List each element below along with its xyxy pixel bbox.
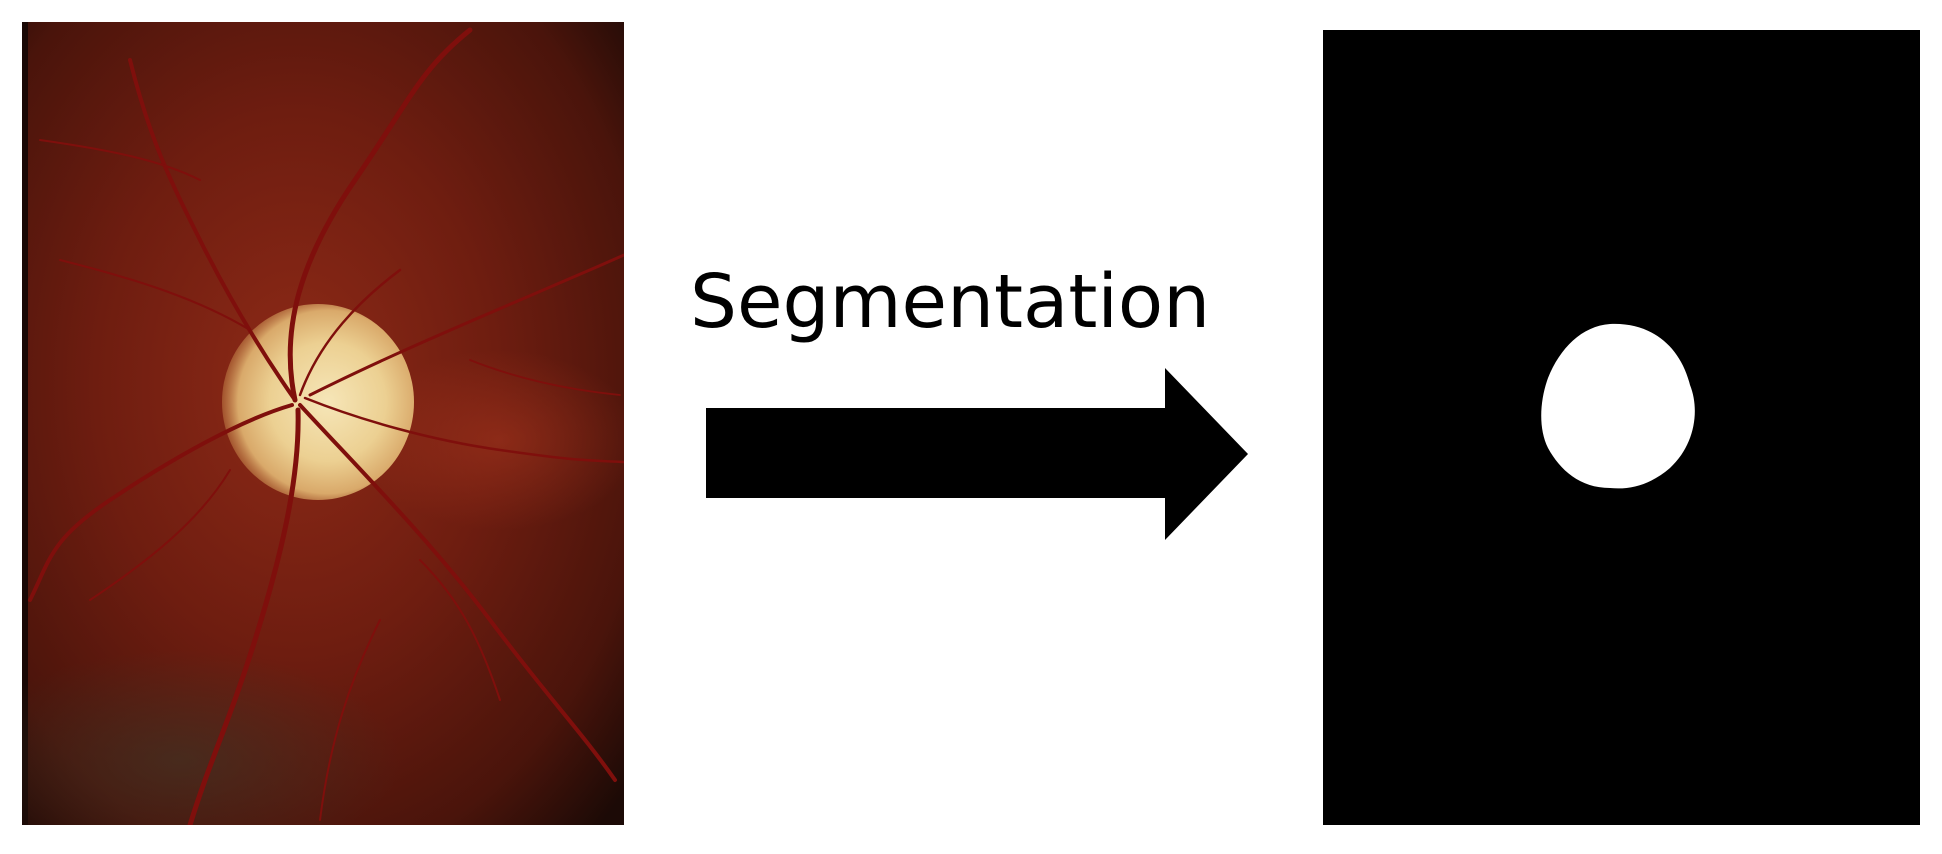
arrow	[706, 368, 1248, 540]
fundus-image	[22, 22, 624, 825]
mask-disc	[1541, 323, 1695, 489]
segmentation-mask	[1323, 30, 1920, 825]
segmentation-label: Segmentation	[690, 259, 1211, 345]
blood-vessels	[28, 27, 624, 825]
